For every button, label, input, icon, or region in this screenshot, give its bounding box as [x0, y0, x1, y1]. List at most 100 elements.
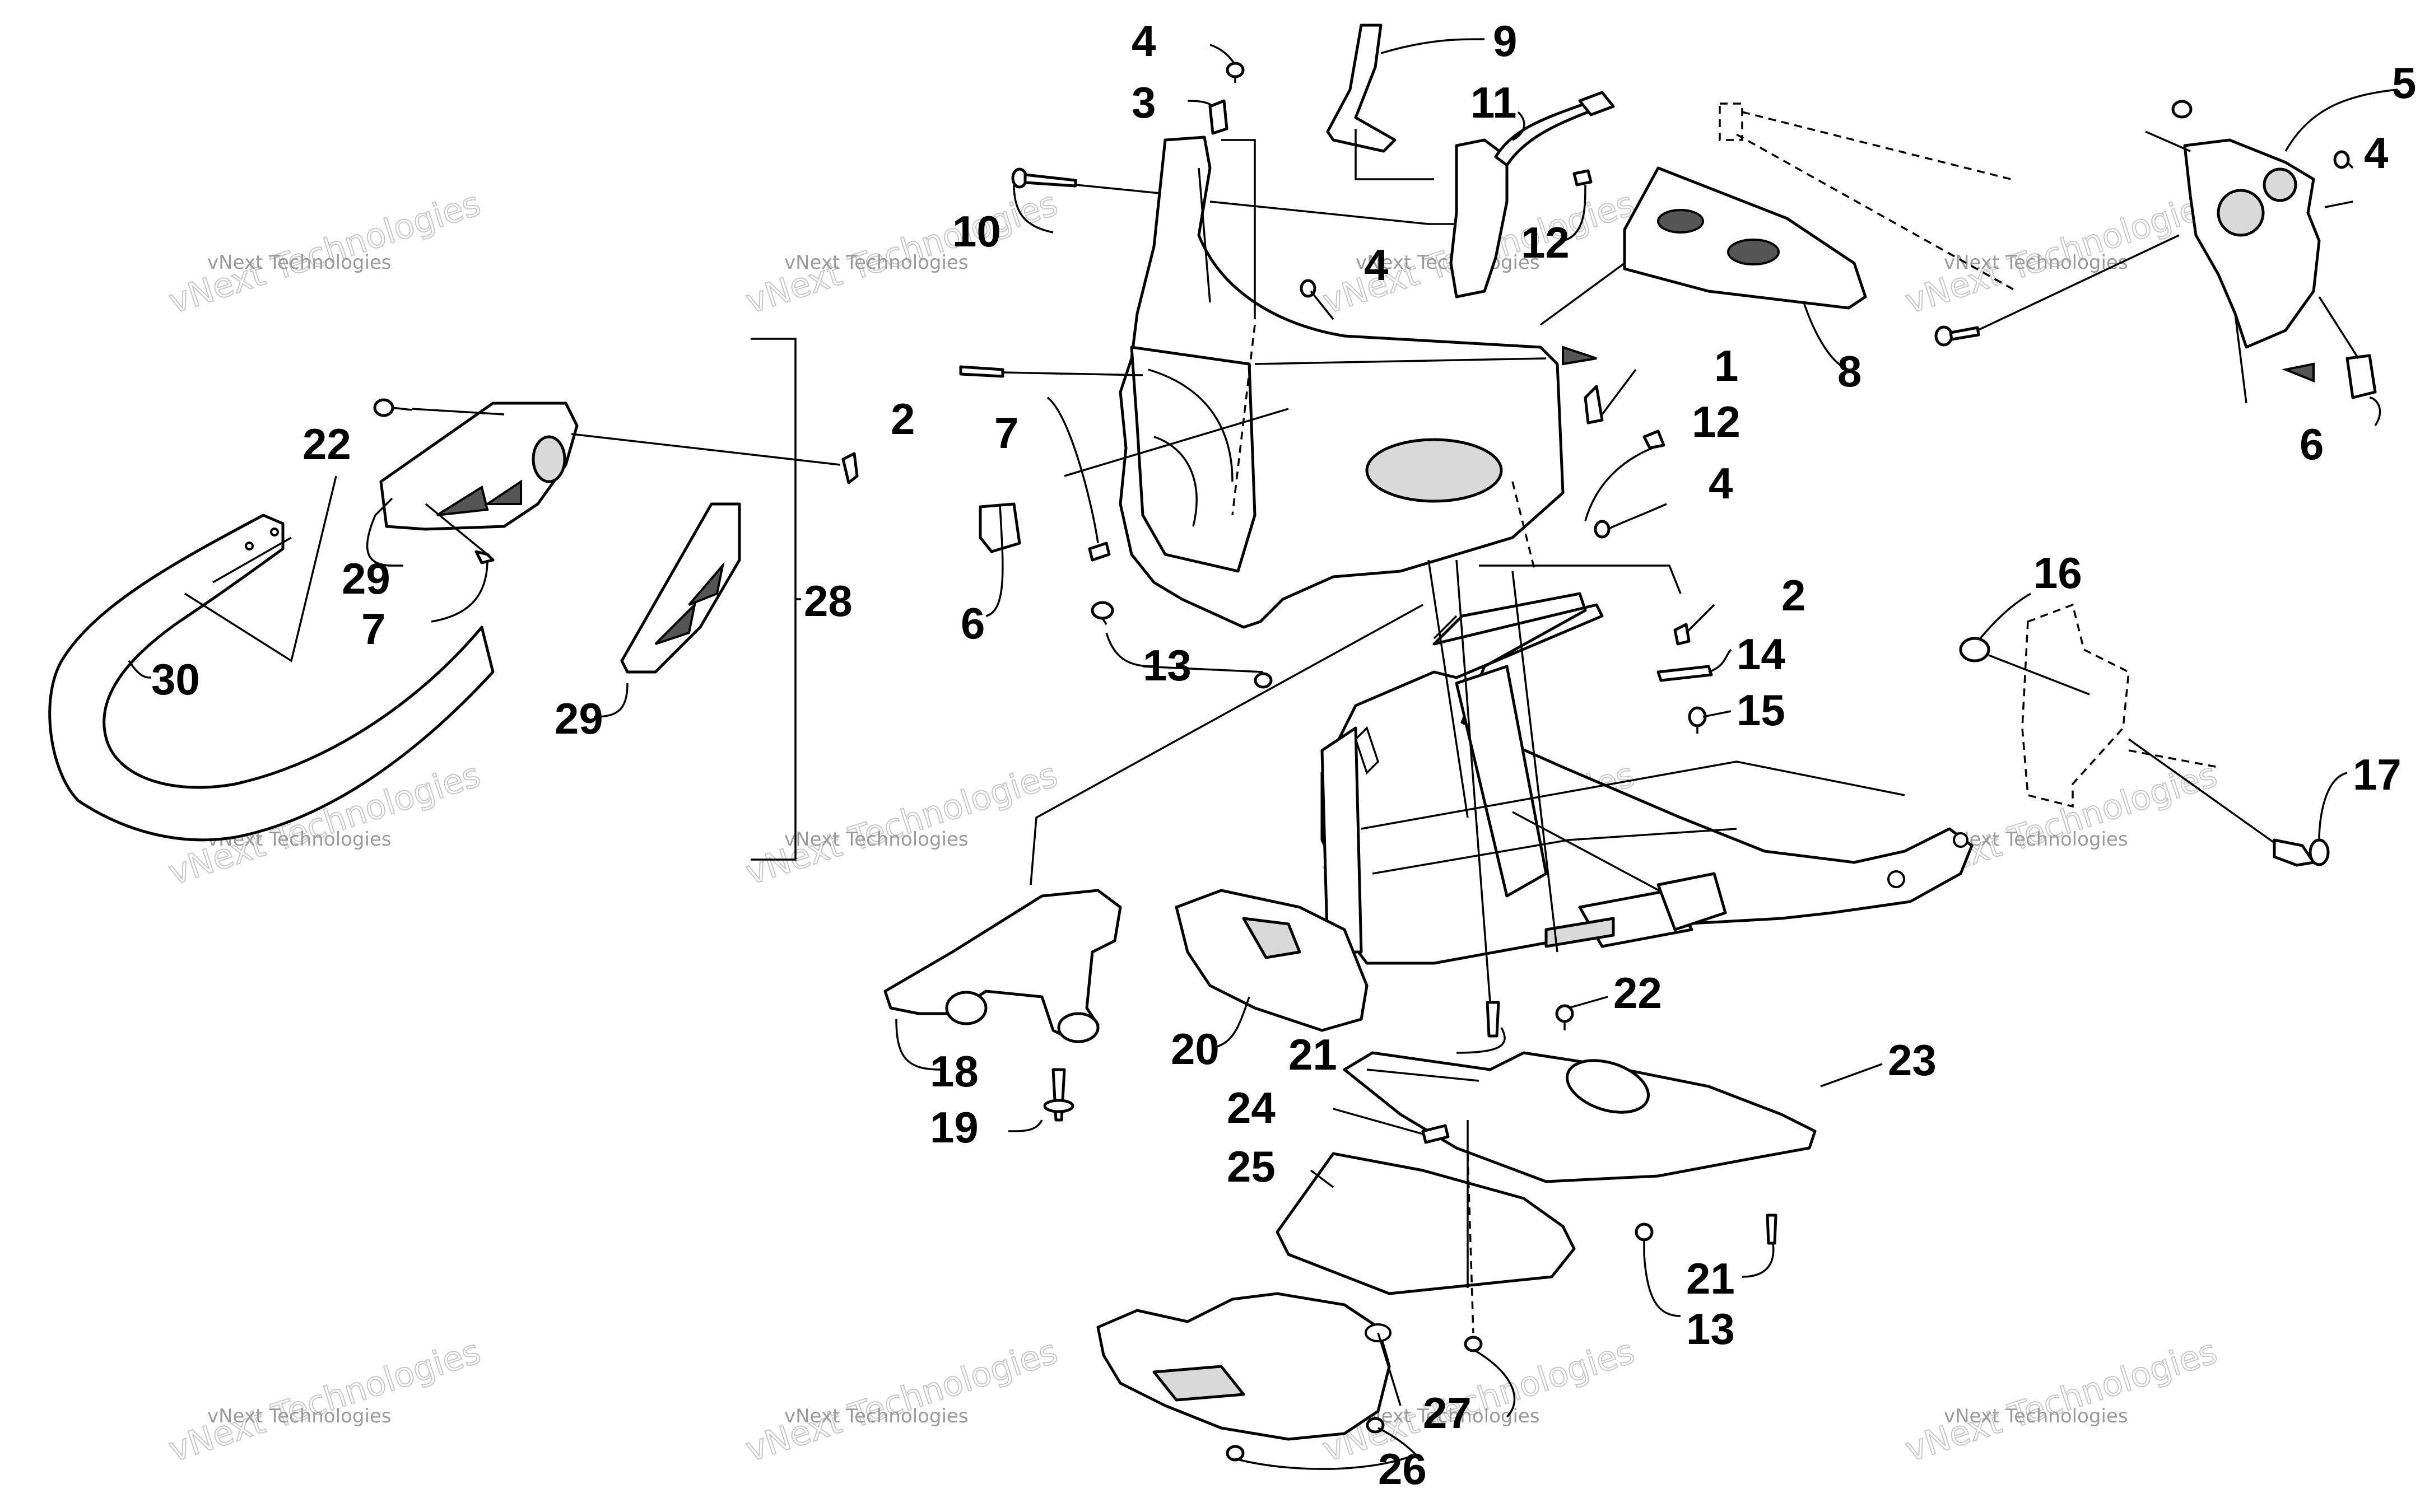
leader: [1427, 559, 1469, 818]
screw-4-right-mount[interactable]: [2333, 150, 2350, 169]
mount-bearing: [2263, 167, 2297, 202]
leader: [2145, 130, 2191, 152]
watermark-text: vNext Technologies: [1944, 828, 2128, 851]
lower-skid-plate[interactable]: [1343, 1051, 1817, 1183]
nut-3[interactable]: [1208, 99, 1228, 135]
leader: [1511, 571, 1558, 953]
watermark-text: vNext Technologies: [207, 1405, 392, 1427]
callout-2: 2: [1781, 571, 1805, 620]
screw-26-left[interactable]: [1226, 1445, 1245, 1462]
bolt-10[interactable]: [1011, 167, 1077, 189]
dashed-guide: [1511, 481, 1536, 572]
screw-21-right[interactable]: [1766, 1214, 1777, 1245]
dashed-guide: [1231, 324, 1256, 516]
nut-12-right[interactable]: [1642, 430, 1665, 450]
nut-4-far-right[interactable]: [2171, 100, 2193, 119]
screw-22-right[interactable]: [1555, 1004, 1574, 1030]
plate-assembly: [1539, 166, 1867, 371]
bolt-17[interactable]: [2273, 838, 2330, 867]
leader: [2128, 738, 2275, 844]
leader: [1708, 648, 1732, 673]
callout-27: 27: [1423, 1388, 1472, 1438]
bracket-24[interactable]: [1421, 1124, 1450, 1144]
steering-mount-bracket[interactable]: [2183, 138, 2321, 349]
callout-5: 5: [2392, 58, 2416, 108]
dashed-plate: [2021, 603, 2130, 808]
leader: [1643, 1254, 1681, 1317]
skid-opening: [1565, 1059, 1650, 1114]
skid-plate-assembly: [1096, 996, 1883, 1470]
frame-member: [1512, 811, 1670, 897]
screw-21-left[interactable]: [1486, 1001, 1500, 1038]
bushing-6-right[interactable]: [2345, 354, 2377, 399]
screw-13-bottom-right[interactable]: [1635, 1222, 1654, 1254]
frame-hole: [1887, 870, 1905, 888]
nut-12-top[interactable]: [1572, 169, 1593, 186]
callout-6: 6: [961, 599, 985, 648]
clip-2-frame[interactable]: [1673, 623, 1691, 646]
wiring-cover[interactable]: [1449, 138, 1509, 298]
nut-16[interactable]: [1959, 637, 1990, 662]
bumper-1[interactable]: [1584, 385, 1604, 424]
pan-recess: [1152, 1365, 1245, 1402]
bracket-28: [751, 338, 797, 861]
leader: [1377, 1332, 1402, 1406]
callout-22: 22: [1613, 968, 1662, 1018]
callout-15: 15: [1737, 685, 1785, 735]
leader: [1187, 100, 1214, 108]
callout-25: 25: [1227, 1142, 1276, 1191]
clip-2-left[interactable]: [841, 452, 859, 484]
rivet-7-center[interactable]: [959, 365, 1111, 562]
washer-14[interactable]: [1656, 665, 1713, 682]
gusset-cutout: [688, 561, 725, 606]
screw-4-top[interactable]: [1226, 62, 1245, 83]
callout-8: 8: [1837, 347, 1861, 396]
leader: [1456, 1027, 1506, 1054]
callout-9: 9: [1493, 16, 1517, 66]
front-frame[interactable]: [1320, 592, 1974, 965]
bumper-gusset-left[interactable]: [379, 402, 579, 531]
bulkhead-edge: [1254, 357, 1547, 365]
front-bumper[interactable]: [48, 514, 495, 842]
leader: [2369, 396, 2381, 426]
leader: [1310, 1169, 1334, 1188]
steering-post-cap[interactable]: [1326, 24, 1397, 153]
mount-bearing: [2217, 189, 2265, 237]
screw-15[interactable]: [1688, 706, 1707, 734]
callout-17: 17: [2353, 750, 2402, 799]
screw-27[interactable]: [1464, 1336, 1483, 1352]
frame-slot: [1544, 917, 1615, 948]
leader: [2318, 772, 2348, 841]
bulkhead-edge: [1198, 167, 1211, 303]
front-skid-pan[interactable]: [1096, 1292, 1391, 1441]
mount-tube: [1057, 1012, 1100, 1043]
callout-7: 7: [361, 604, 385, 654]
bumper-hole: [270, 528, 279, 536]
screw-13-bottom[interactable]: [1254, 672, 1273, 689]
rivet-7-left[interactable]: [474, 550, 495, 564]
leader: [1742, 1243, 1775, 1278]
callout-24: 24: [1227, 1083, 1276, 1132]
bushing-6-center[interactable]: [979, 502, 1021, 553]
bolt-mount[interactable]: [1934, 325, 1980, 347]
screw-4-right[interactable]: [1594, 520, 1611, 539]
skid-shield[interactable]: [1276, 1152, 1576, 1295]
bumper-gusset-right[interactable]: [620, 502, 741, 674]
callout-4: 4: [1364, 240, 1388, 290]
leader: [1988, 654, 2090, 696]
screw-13-left[interactable]: [1091, 601, 1114, 625]
leader: [1064, 408, 1289, 477]
bolt-19[interactable]: [1043, 1068, 1074, 1122]
screw-22-left[interactable]: [373, 398, 412, 417]
gusset-cutout: [436, 485, 489, 516]
bumper-assembly: [48, 338, 859, 861]
spindle-mount[interactable]: [1175, 889, 1369, 1032]
frame-tube: [1455, 665, 1548, 898]
leader: [1221, 139, 1256, 319]
leader: [1584, 447, 1653, 521]
leader: [2284, 88, 2398, 152]
leader: [2318, 296, 2360, 359]
console-plate[interactable]: [1623, 166, 1867, 310]
